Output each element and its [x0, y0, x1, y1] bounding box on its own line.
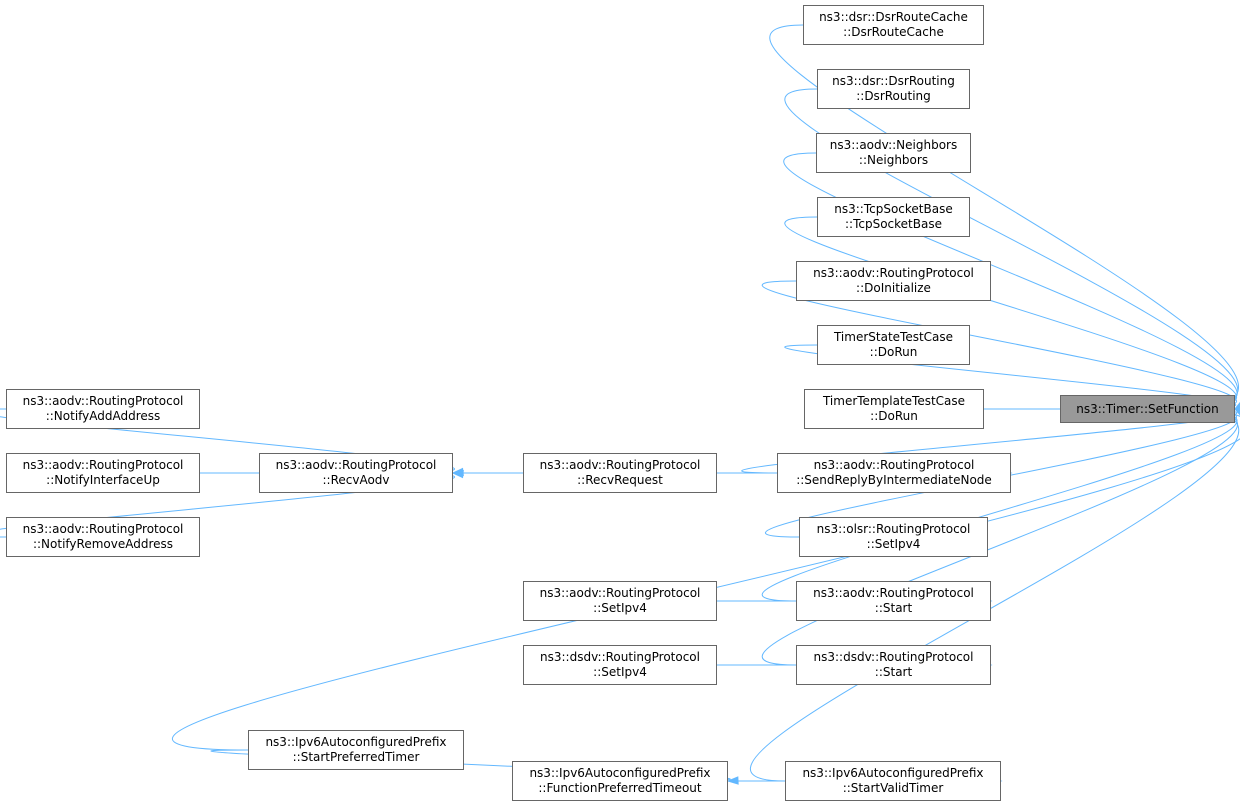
node-label-line: ns3::aodv::RoutingProtocol: [22, 458, 184, 472]
edge-dsr-route-cache-to-set-function: [769, 24, 1239, 403]
node-label-line: ns3::aodv::RoutingProtocol: [22, 394, 184, 408]
node-label-line: ns3::aodv::RoutingProtocol: [813, 586, 974, 600]
node-label-line: ::DoRun: [870, 409, 918, 423]
node-dsr-route-cache[interactable]: ns3::dsr::DsrRouteCache::DsrRouteCache: [803, 5, 984, 45]
node-aodv-notify-remove[interactable]: ns3::aodv::RoutingProtocol::NotifyRemove…: [6, 517, 200, 557]
node-label-line: ::NotifyInterfaceUp: [46, 473, 160, 487]
node-label-line: ns3::aodv::Neighbors: [829, 138, 958, 152]
node-label-line: ::DoInitialize: [856, 281, 931, 295]
node-label-line: ::RecvRequest: [577, 473, 663, 487]
node-label-line: ::RecvAodv: [322, 473, 390, 487]
node-aodv-notify-up[interactable]: ns3::aodv::RoutingProtocol::NotifyInterf…: [6, 453, 200, 493]
node-label-line: ns3::aodv::RoutingProtocol: [813, 458, 975, 472]
node-label-line: ::DsrRouting: [856, 89, 931, 103]
edge-arrowhead: [1233, 408, 1240, 416]
node-label-line: TimerTemplateTestCase: [822, 394, 966, 408]
node-olsr-set-ipv4[interactable]: ns3::olsr::RoutingProtocol::SetIpv4: [799, 517, 988, 557]
node-label-line: ns3::dsdv::RoutingProtocol: [813, 650, 974, 664]
node-label-line: ns3::aodv::RoutingProtocol: [275, 458, 437, 472]
node-label-line: ::SetIpv4: [593, 665, 647, 679]
node-label-line: ns3::dsr::DsrRouting: [832, 74, 955, 88]
node-aodv-recv-request[interactable]: ns3::aodv::RoutingProtocol::RecvRequest: [523, 453, 717, 493]
node-aodv-recv-aodv[interactable]: ns3::aodv::RoutingProtocol::RecvAodv: [259, 453, 453, 493]
node-label-line: ns3::Ipv6AutoconfiguredPrefix: [529, 766, 711, 780]
node-label-line: ns3::aodv::RoutingProtocol: [539, 458, 701, 472]
node-label-line: ::NotifyRemoveAddress: [32, 537, 174, 551]
node-aodv-send-reply[interactable]: ns3::aodv::RoutingProtocol::SendReplyByI…: [777, 453, 1011, 493]
node-aodv-start[interactable]: ns3::aodv::RoutingProtocol::Start: [796, 581, 991, 621]
node-label-line: ::DsrRouteCache: [843, 25, 944, 39]
node-label-line: ns3::Ipv6AutoconfiguredPrefix: [802, 766, 984, 780]
node-set-function: ns3::Timer::SetFunction: [1060, 395, 1235, 423]
node-label-line: ns3::aodv::RoutingProtocol: [813, 266, 974, 280]
node-label-line: ns3::dsr::DsrRouteCache: [819, 10, 968, 24]
edge-arrowhead: [726, 776, 739, 785]
node-label-line: ::StartValidTimer: [842, 781, 944, 795]
node-label-line: ns3::aodv::RoutingProtocol: [539, 586, 701, 600]
node-label-line: ::Start: [874, 601, 913, 615]
node-ipv6-start-preferred[interactable]: ns3::Ipv6AutoconfiguredPrefix::StartPref…: [248, 730, 464, 770]
node-label-line: ns3::Timer::SetFunction: [1076, 401, 1219, 416]
node-label-line: ::TcpSocketBase: [845, 217, 942, 231]
node-label-line: ::FunctionPreferredTimeout: [538, 781, 702, 795]
node-timer-template-test[interactable]: TimerTemplateTestCase::DoRun: [804, 389, 984, 429]
node-label-line: ns3::olsr::RoutingProtocol: [816, 522, 971, 536]
node-aodv-notify-add[interactable]: ns3::aodv::RoutingProtocol::NotifyAddAdd…: [6, 389, 200, 429]
edge-aodv-do-initialize-to-set-function: [761, 280, 1237, 407]
node-label-line: ns3::dsdv::RoutingProtocol: [540, 650, 700, 664]
node-label-line: ns3::TcpSocketBase: [834, 202, 953, 216]
node-ipv6-function-preferred[interactable]: ns3::Ipv6AutoconfiguredPrefix::FunctionP…: [512, 761, 728, 801]
node-label-line: ::SendReplyByIntermediateNode: [796, 473, 992, 487]
node-label-line: ::SetIpv4: [593, 601, 647, 615]
node-dsdv-start[interactable]: ns3::dsdv::RoutingProtocol::Start: [796, 645, 991, 685]
node-label-line: ::DoRun: [869, 345, 918, 359]
node-label-line: ns3::Ipv6AutoconfiguredPrefix: [265, 735, 447, 749]
node-dsdv-set-ipv4[interactable]: ns3::dsdv::RoutingProtocol::SetIpv4: [523, 645, 717, 685]
node-label-line: TimerStateTestCase: [833, 330, 954, 344]
node-tcp-socket-base[interactable]: ns3::TcpSocketBase::TcpSocketBase: [817, 197, 970, 237]
node-timer-state-test[interactable]: TimerStateTestCase::DoRun: [817, 325, 970, 365]
node-aodv-neighbors[interactable]: ns3::aodv::Neighbors::Neighbors: [816, 133, 971, 173]
node-label-line: ::StartPreferredTimer: [292, 750, 420, 764]
node-label-line: ::SetIpv4: [866, 537, 921, 551]
node-aodv-do-initialize[interactable]: ns3::aodv::RoutingProtocol::DoInitialize: [796, 261, 991, 301]
node-aodv-set-ipv4[interactable]: ns3::aodv::RoutingProtocol::SetIpv4: [523, 581, 717, 621]
node-label-line: ns3::aodv::RoutingProtocol: [22, 522, 184, 536]
node-label-line: ::Neighbors: [858, 153, 929, 167]
node-dsr-routing[interactable]: ns3::dsr::DsrRouting::DsrRouting: [817, 69, 970, 109]
node-label-line: ::Start: [874, 665, 913, 679]
edge-arrowhead: [451, 469, 464, 479]
edge-aodv-start-to-set-function: [761, 412, 1238, 602]
edge-dsr-routing-to-set-function: [784, 88, 1239, 404]
node-label-line: ::NotifyAddAddress: [45, 409, 161, 423]
node-ipv6-start-valid[interactable]: ns3::Ipv6AutoconfiguredPrefix::StartVali…: [785, 761, 1001, 801]
